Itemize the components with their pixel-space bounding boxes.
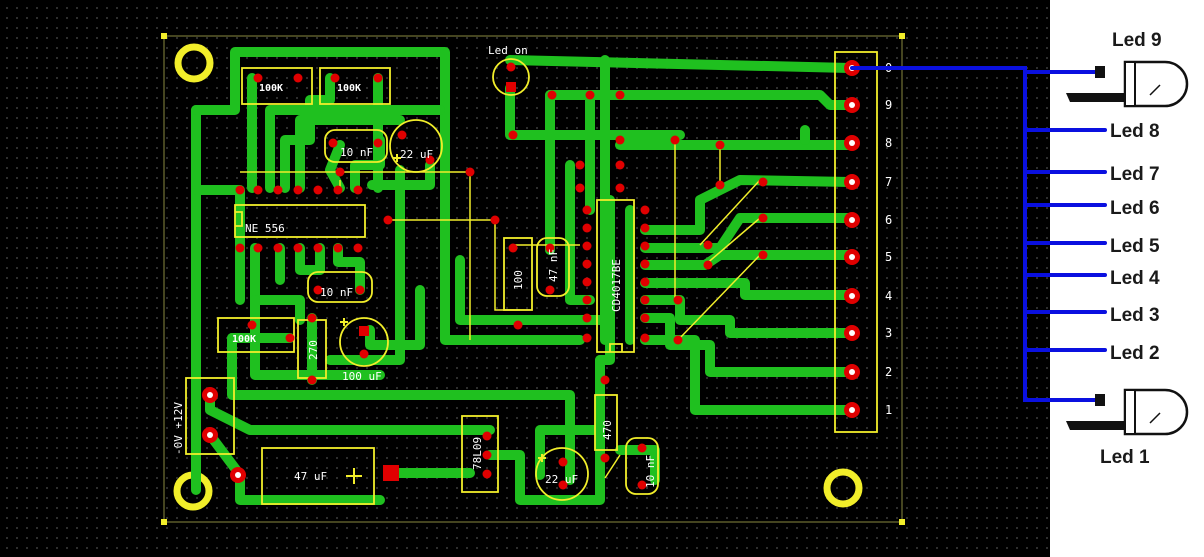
mounting-hole [174, 43, 214, 83]
label-resistor-100k-a: 100K [259, 83, 283, 94]
jumper-wires [240, 140, 761, 479]
led-4-label: Led 4 [1110, 268, 1160, 289]
pad-group-top [235, 73, 475, 385]
label-resistor-270: 270 [307, 340, 320, 360]
led-5-label: Led 5 [1110, 236, 1160, 257]
label-ic-ne556: NE 556 [245, 222, 285, 235]
pin-number: 6 [885, 213, 892, 227]
corner-marker [161, 519, 167, 525]
label-resistor-100k-c: 100K [232, 334, 256, 345]
led-9-label: Led 9 [1112, 30, 1162, 51]
pad-group-counter [490, 62, 768, 490]
label-cap-10nf-bottom: 10 nF [644, 455, 657, 488]
mounting-hole [823, 468, 863, 508]
label-cap-10nf-mid: 10 nF [320, 286, 353, 299]
corner-marker [899, 519, 905, 525]
pad-holes [207, 65, 855, 478]
polarity-marks [340, 154, 546, 484]
led-9-icon [1066, 60, 1189, 108]
label-cap-47nf: 47 nF [547, 249, 560, 282]
pin-number: 8 [885, 136, 892, 150]
pin-number: 7 [885, 175, 892, 189]
pin-number: 2 [885, 365, 892, 379]
pin-number: 9 [885, 98, 892, 112]
led-1-icon [1066, 388, 1189, 436]
connector-pads [844, 60, 860, 418]
led-6-label: Led 6 [1110, 198, 1160, 219]
pin-number: 5 [885, 250, 892, 264]
silkscreen-outlines [185, 51, 878, 505]
label-led-on: Led on [488, 44, 528, 57]
pin-number: 1 [885, 403, 892, 417]
label-resistor-100k-b: 100K [337, 83, 361, 94]
led-3-label: Led 3 [1110, 305, 1160, 326]
label-ic-cd4017be: CD4017BE [610, 259, 623, 312]
led-7-label: Led 7 [1110, 164, 1160, 185]
pcb-board-background [0, 0, 1050, 557]
component-pads [202, 60, 860, 490]
label-resistor-100: 100 [512, 270, 525, 290]
led-2-label: Led 2 [1110, 343, 1160, 364]
led-1-label: Led 1 [1100, 447, 1150, 468]
connector-pin-numbers: 0 9 8 7 6 5 4 3 2 1 [885, 61, 892, 417]
label-cap-100uf: 100 uF [342, 370, 382, 383]
corner-marker [899, 33, 905, 39]
label-resistor-470: 470 [601, 420, 614, 440]
led-labels: Led 9 Led 8 Led 7 Led 6 Led 5 Led 4 Led … [1100, 30, 1162, 468]
pin-number: 4 [885, 289, 892, 303]
corner-marker [161, 33, 167, 39]
pin-number: 3 [885, 326, 892, 340]
label-cap-22uf-bottom: 22 uF [545, 473, 578, 486]
led-wiring [850, 66, 1107, 402]
label-power-input: -0V +12V [172, 402, 185, 455]
label-regulator-78l09: 78L09 [471, 437, 484, 470]
led-8-label: Led 8 [1110, 121, 1160, 142]
pad-group-power [202, 387, 568, 490]
label-cap-22uf-top: 22 uF [400, 148, 433, 161]
component-labels: 100K 100K 10 nF 22 uF NE 556 10 nF 100K … [172, 44, 657, 488]
board-outline [163, 35, 903, 523]
label-cap-10nf-top: 10 nF [340, 146, 373, 159]
label-cap-47uf: 47 uF [294, 470, 327, 483]
